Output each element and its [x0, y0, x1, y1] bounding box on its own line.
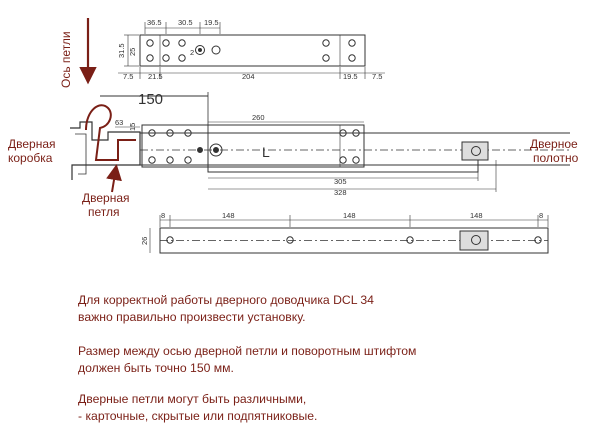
dim-25: 25: [128, 48, 137, 56]
instruction-paragraph-3: Дверные петли могут быть различными, - к…: [78, 392, 318, 423]
top-view-dimension-labels: 36.5 30.5 19.5 31.5 25 2 7.5 21.5 204 19…: [117, 18, 382, 81]
dim-204: 204: [242, 72, 255, 81]
dim-30-5: 30.5: [178, 18, 193, 27]
svg-text:коробка: коробка: [8, 151, 53, 165]
dim-19-5: 19.5: [204, 18, 219, 27]
svg-text:Дверная: Дверная: [8, 137, 56, 151]
svg-text:полотно: полотно: [533, 151, 579, 165]
door-hinge-label: Дверная петля: [82, 164, 130, 219]
dim-148-b: 148: [343, 211, 356, 220]
bottom-rail-view: [149, 215, 549, 254]
svg-text:Дверное: Дверное: [530, 137, 578, 151]
dim-148-c: 148: [470, 211, 483, 220]
top-plate-view: [118, 22, 385, 79]
dim-36-5: 36.5: [147, 18, 162, 27]
dim-8-left: 8: [161, 211, 165, 220]
letter-l: L: [262, 144, 270, 160]
instruction-paragraph-2: Размер между осью дверной петли и поворо…: [78, 344, 417, 375]
door-frame-label: Дверная коробка: [8, 137, 56, 165]
svg-text:Дверная: Дверная: [82, 191, 130, 205]
dim-15: 15: [128, 123, 137, 131]
dim-2: 2: [190, 48, 194, 57]
middle-dimension-labels: 63 15 260 305 328: [115, 113, 347, 197]
dim-328: 328: [334, 188, 347, 197]
door-leaf-outline: [140, 132, 570, 166]
dim-150-label: 150: [138, 91, 163, 108]
door-leaf-label: Дверное полотно: [530, 137, 579, 165]
dim-31-5: 31.5: [117, 43, 126, 58]
svg-text:петля: петля: [88, 205, 120, 219]
closer-holes: [148, 129, 360, 164]
hinge-axis-indicator: Ось петли: [59, 18, 97, 88]
dim-260: 260: [252, 113, 265, 122]
dim-305: 305: [334, 177, 347, 186]
top-mounting-plate: [139, 34, 366, 67]
instruction-paragraph-1: Для корректной работы дверного доводчика…: [78, 293, 374, 324]
dim-148-a: 148: [222, 211, 235, 220]
middle-dimension-lines: [115, 121, 497, 192]
hinge-axis-label: Ось петли: [59, 31, 73, 88]
dim-7-5-right: 7.5: [372, 72, 382, 81]
dim-7-5-left: 7.5: [123, 72, 133, 81]
dim-21-5: 21.5: [148, 72, 163, 81]
dim-63: 63: [115, 118, 123, 127]
dim-26: 26: [140, 237, 149, 245]
dim-19-5-right: 19.5: [343, 72, 358, 81]
top-plate-holes: [146, 39, 356, 62]
bottom-dimension-labels: 8 148 148 148 8 26: [140, 211, 543, 245]
dim-8-right: 8: [539, 211, 543, 220]
hinge-shape: [85, 104, 136, 161]
closer-body: [141, 124, 365, 168]
dim-150-indicator: 150: [100, 91, 209, 165]
